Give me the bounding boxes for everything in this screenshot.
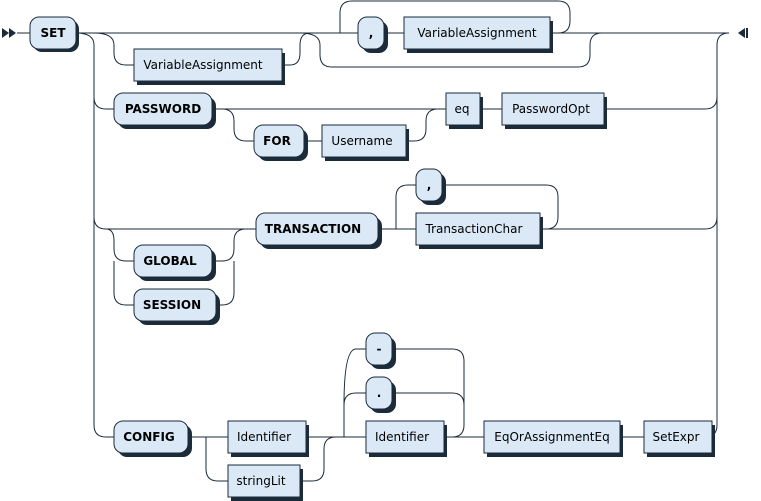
nonterminal-transactionchar: TransactionChar [415,212,543,249]
nonterminal-stringlit: stringLit [227,464,303,501]
nonterminal-variableassignment-loop-label: VariableAssignment [417,26,537,40]
terminal-dash: - [365,332,396,369]
nonterminal-eq: eq [445,92,483,129]
terminal-session: SESSION [133,288,220,325]
nonterminal-variableassignment: VariableAssignment [133,48,285,85]
terminal-comma-2-label: , [427,178,432,192]
terminal-for: FOR [253,124,308,161]
terminal-password: PASSWORD [113,92,216,129]
end-marker [738,28,748,38]
terminal-comma-2: , [415,168,446,205]
terminal-password-label: PASSWORD [125,102,201,116]
terminal-transaction: TRANSACTION [255,212,382,249]
terminal-set: SET [29,16,79,52]
terminal-session-label: SESSION [143,298,201,312]
nonterminal-passwordopt-label: PasswordOpt [512,102,590,116]
terminal-transaction-label: TRANSACTION [265,222,361,236]
terminal-global-label: GLOBAL [143,254,197,268]
start-marker [2,28,16,38]
nonterminal-variableassignment-loop: VariableAssignment [403,16,553,53]
terminal-comma-1: , [357,16,388,53]
nonterminal-setexpr: SetExpr [643,420,715,457]
nonterminal-transactionchar-label: TransactionChar [425,222,523,236]
nonterminal-setexpr-label: SetExpr [653,430,700,444]
nonterminal-username-label: Username [331,134,392,148]
rail-lines [17,0,730,482]
terminal-comma-1-label: , [369,26,374,40]
terminal-global: GLOBAL [133,244,216,281]
nonterminal-identifier-1: Identifier [227,420,309,457]
nonterminal-username: Username [321,124,409,161]
nonterminal-eqorassignmenteq-label: EqOrAssignmentEq [494,430,609,444]
terminal-config-label: CONFIG [123,430,175,444]
terminal-config: CONFIG [113,420,192,457]
nonterminal-passwordopt: PasswordOpt [501,92,607,129]
terminal-for-label: FOR [263,134,291,148]
terminal-dot-label: . [377,386,382,400]
nonterminal-identifier-1-label: Identifier [237,430,291,444]
nonterminal-identifier-2: Identifier [365,420,447,457]
terminal-dot: . [365,376,396,413]
nonterminal-identifier-2-label: Identifier [375,430,429,444]
nonterminal-variableassignment-label: VariableAssignment [143,58,263,72]
nonterminal-eq-label: eq [455,102,470,116]
terminal-set-label: SET [40,26,66,40]
nonterminal-eqorassignmenteq: EqOrAssignmentEq [483,420,623,457]
nonterminal-stringlit-label: stringLit [236,474,285,488]
terminal-dash-label: - [377,342,382,356]
